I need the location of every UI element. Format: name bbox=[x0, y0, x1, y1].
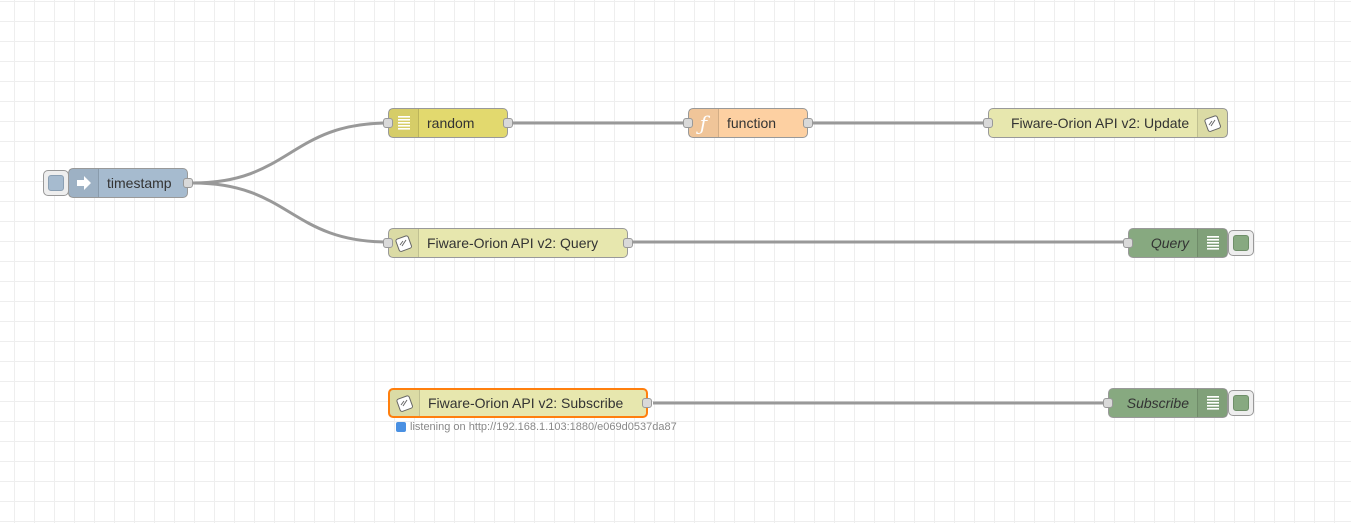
input-port[interactable] bbox=[1103, 398, 1113, 408]
output-port[interactable] bbox=[642, 398, 652, 408]
debug-toggle-button[interactable] bbox=[1228, 390, 1254, 416]
output-port[interactable] bbox=[183, 178, 193, 188]
function-node[interactable]: ƒ function bbox=[683, 108, 813, 138]
inject-trigger-icon bbox=[48, 175, 64, 191]
list-icon bbox=[1197, 389, 1227, 417]
input-port[interactable] bbox=[383, 118, 393, 128]
node-label: Query bbox=[1150, 235, 1189, 251]
debug-toggle-button[interactable] bbox=[1228, 230, 1254, 256]
fiware-query-node[interactable]: Fiware-Orion API v2: Query bbox=[383, 228, 633, 258]
wire-timestamp-query[interactable] bbox=[192, 181, 389, 244]
status-dot-icon bbox=[396, 422, 406, 432]
list-icon bbox=[1197, 229, 1227, 257]
list-icon bbox=[389, 109, 419, 137]
node-label: Subscribe bbox=[1126, 395, 1189, 411]
fiware-update-node[interactable]: Fiware-Orion API v2: Update bbox=[983, 108, 1228, 138]
output-port[interactable] bbox=[803, 118, 813, 128]
output-port[interactable] bbox=[623, 238, 633, 248]
node-label: random bbox=[427, 115, 475, 131]
node-label: Fiware-Orion API v2: Subscribe bbox=[428, 395, 624, 411]
status-text: listening on http://192.168.1.103:1880/e… bbox=[410, 421, 677, 433]
inject-trigger-button[interactable] bbox=[43, 170, 69, 196]
fiware-icon bbox=[1197, 109, 1227, 137]
node-label: function bbox=[727, 115, 777, 131]
fiware-icon bbox=[389, 229, 419, 257]
node-status: listening on http://192.168.1.103:1880/e… bbox=[396, 421, 677, 433]
random-node[interactable]: random bbox=[383, 108, 513, 138]
fiware-subscribe-node[interactable]: Fiware-Orion API v2: Subscribe bbox=[388, 388, 652, 418]
debug-toggle-icon bbox=[1233, 235, 1249, 251]
input-port[interactable] bbox=[683, 118, 693, 128]
input-port[interactable] bbox=[983, 118, 993, 128]
query-debug-node[interactable]: Query bbox=[1123, 228, 1228, 258]
subscribe-debug-node[interactable]: Subscribe bbox=[1103, 388, 1228, 418]
output-port[interactable] bbox=[503, 118, 513, 128]
wire-timestamp-random[interactable] bbox=[192, 121, 389, 185]
debug-toggle-icon bbox=[1233, 395, 1249, 411]
input-port[interactable] bbox=[1123, 238, 1133, 248]
arrow-in-icon bbox=[69, 169, 99, 197]
input-port[interactable] bbox=[383, 238, 393, 248]
function-icon: ƒ bbox=[689, 109, 719, 137]
timestamp-node[interactable]: timestamp bbox=[68, 168, 193, 198]
node-label: Fiware-Orion API v2: Query bbox=[427, 235, 599, 251]
fiware-icon bbox=[390, 390, 420, 416]
node-label: Fiware-Orion API v2: Update bbox=[1011, 115, 1190, 131]
node-label: timestamp bbox=[107, 175, 172, 191]
